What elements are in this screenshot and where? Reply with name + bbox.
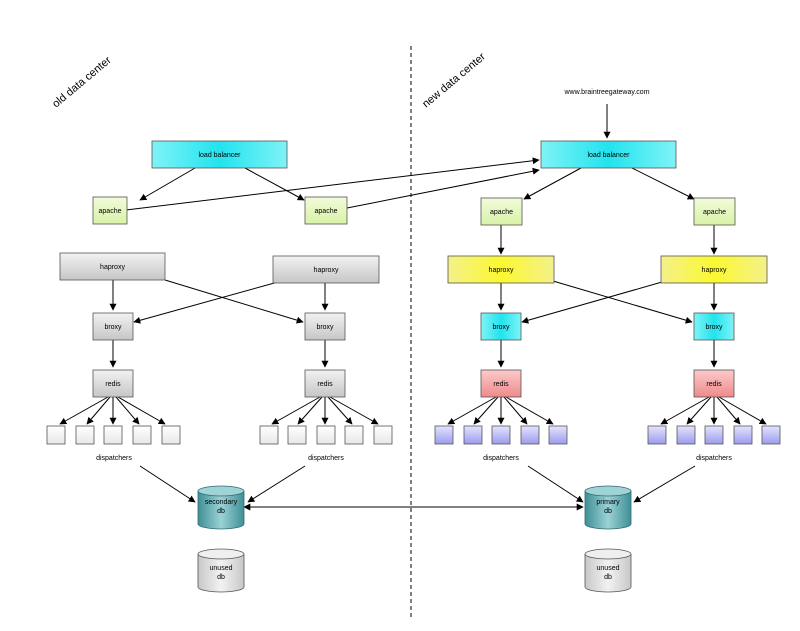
svg-text:unused: unused	[597, 565, 620, 572]
svg-text:unused: unused	[210, 565, 233, 572]
svg-text:broxy: broxy	[316, 324, 334, 331]
new-dispatchers-label-1: dispatchers	[483, 455, 519, 462]
svg-text:broxy: broxy	[104, 324, 122, 331]
svg-text:haproxy: haproxy	[489, 267, 514, 274]
old-dispatcher-group-2	[259, 425, 393, 445]
old-apache-2: apache	[304, 196, 348, 225]
new-apache-1: apache	[480, 197, 523, 226]
old-load-balancer: load balancer	[151, 140, 288, 169]
connectors	[59, 104, 767, 503]
svg-text:apache: apache	[315, 208, 338, 215]
svg-text:haproxy: haproxy	[314, 267, 339, 274]
svg-text:db: db	[604, 508, 612, 515]
svg-text:redis: redis	[493, 381, 509, 388]
new-dispatchers-label-2: dispatchers	[696, 455, 732, 462]
svg-text:redis: redis	[706, 381, 722, 388]
old-unused-db-cylinder: unused db	[197, 548, 245, 593]
svg-text:db: db	[217, 574, 225, 581]
svg-text:load balancer: load balancer	[587, 152, 630, 159]
gateway-url: www.braintreegateway.com	[563, 89, 649, 96]
svg-text:primary: primary	[596, 499, 620, 506]
old-broxy-1: broxy	[92, 312, 134, 341]
svg-text:load balancer: load balancer	[198, 152, 241, 159]
new-broxy-1: broxy	[480, 312, 522, 341]
new-redis-2: redis	[693, 369, 735, 398]
old-dispatchers-label-1: dispatchers	[96, 455, 132, 462]
old-redis-2: redis	[304, 369, 346, 398]
old-dispatchers-label-2: dispatchers	[308, 455, 344, 462]
new-datacenter-label: new data center	[420, 51, 488, 111]
svg-text:broxy: broxy	[705, 324, 723, 331]
svg-text:secondary: secondary	[205, 499, 238, 506]
svg-text:db: db	[217, 508, 225, 515]
svg-text:apache: apache	[99, 208, 122, 215]
new-broxy-2: broxy	[693, 312, 735, 341]
svg-text:broxy: broxy	[492, 324, 510, 331]
new-redis-1: redis	[480, 369, 522, 398]
new-unused-db-cylinder: unused db	[584, 548, 632, 593]
old-broxy-2: broxy	[304, 312, 346, 341]
new-haproxy-1: haproxy	[447, 255, 555, 284]
primary-db-cylinder: primary db	[584, 485, 632, 530]
new-load-balancer: load balancer	[540, 140, 677, 169]
old-datacenter-label: old data center	[50, 54, 114, 110]
old-apache-1: apache	[92, 196, 128, 225]
new-apache-2: apache	[693, 197, 736, 226]
secondary-db-cylinder: secondary db	[197, 485, 245, 530]
new-dispatcher-group-2	[647, 425, 781, 445]
old-haproxy-1: haproxy	[59, 252, 166, 281]
new-haproxy-2: haproxy	[660, 255, 768, 284]
svg-text:apache: apache	[490, 209, 513, 216]
svg-text:haproxy: haproxy	[702, 267, 727, 274]
svg-text:db: db	[604, 574, 612, 581]
svg-text:apache: apache	[703, 209, 726, 216]
svg-text:redis: redis	[105, 381, 121, 388]
svg-text:haproxy: haproxy	[100, 264, 125, 271]
old-dispatcher-group-1	[46, 425, 181, 445]
new-dispatcher-group-1	[434, 425, 568, 445]
old-haproxy-2: haproxy	[272, 255, 380, 284]
svg-text:redis: redis	[317, 381, 333, 388]
old-redis-1: redis	[92, 369, 134, 398]
